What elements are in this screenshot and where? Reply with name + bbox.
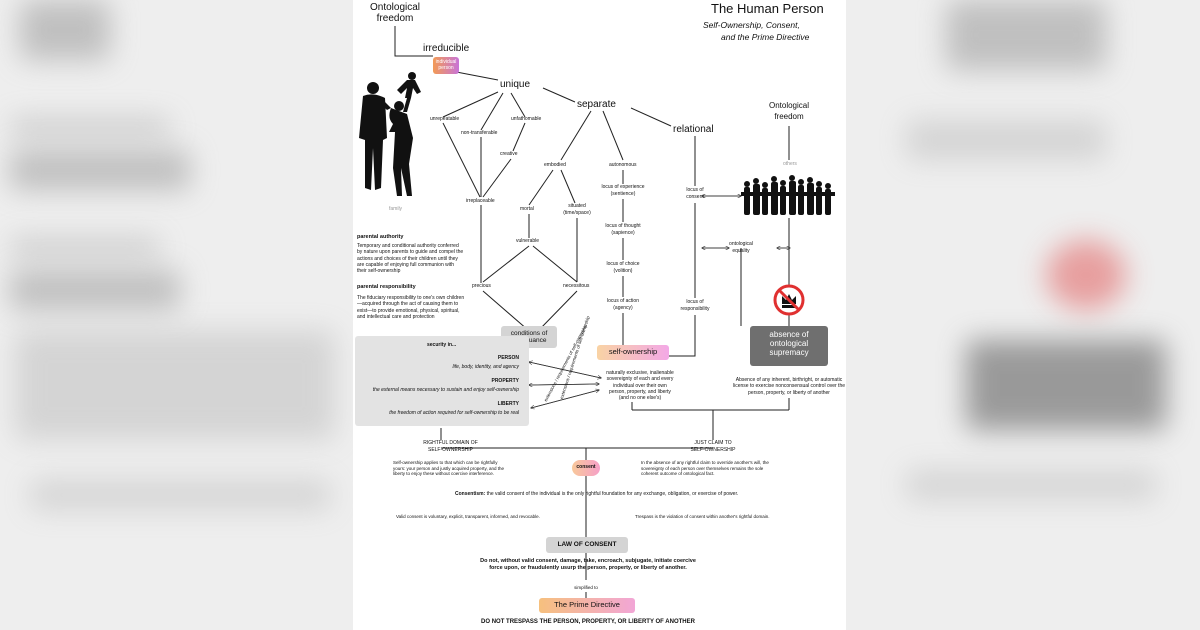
absence-label-2: ontological (769, 339, 809, 349)
ontological-freedom-right-1: Ontological (768, 101, 810, 110)
node-unfathomable: unfathomable (511, 116, 542, 122)
node-locus-consent-1: locus of (686, 187, 704, 193)
final-directive-text: DO NOT TRESPASS THE PERSON, PROPERTY, OR… (481, 619, 695, 625)
consent-label: consent (576, 464, 596, 470)
self-ownership-description: naturally exclusive, inalienable soverei… (606, 370, 674, 401)
individual-person-label-2: person (438, 64, 454, 71)
node-embodied: embodied (544, 162, 566, 168)
crowd-silhouette-icon (741, 175, 835, 215)
parental-responsibility-title: parental responsibility (357, 284, 416, 290)
absence-of-supremacy-node: absence of ontological supremacy (750, 326, 828, 366)
node-locus-experience-1: locus of experience (601, 184, 645, 190)
label-family: family (389, 206, 403, 212)
prime-directive-node: The Prime Directive (539, 598, 635, 613)
consentism-label: Consentism: (455, 491, 486, 497)
page-subtitle-line1: Self-Ownership, Consent, (703, 20, 800, 30)
family-silhouette-icon (359, 72, 421, 196)
consentism-line: Consentism: the valid consent of the ind… (455, 491, 739, 498)
valid-consent-text: Valid consent is voluntary, explicit, tr… (396, 514, 540, 519)
security-box: security in... PERSON life, body, identi… (355, 336, 529, 426)
prime-directive-label: The Prime Directive (554, 600, 620, 609)
node-situated-2: (time/space) (563, 210, 591, 216)
page-title: The Human Person (711, 1, 824, 16)
consentism-text: the valid consent of the individual is t… (485, 491, 739, 497)
security-liberty-label: LIBERTY (497, 401, 519, 407)
self-ownership-node: self-ownership (597, 345, 669, 360)
security-property-text: the external means necessary to sustain … (372, 387, 519, 393)
security-person-label: PERSON (497, 355, 519, 361)
node-locus-choice-1: locus of choice (606, 261, 640, 267)
trespass-text: Trespass is the violation of consent wit… (635, 514, 770, 519)
just-claim-1: JUST CLAIM TO (694, 440, 732, 446)
individual-person-label-1: individual (435, 59, 457, 65)
rightful-domain-1: RIGHTFUL DOMAIN OF (423, 440, 478, 446)
node-locus-experience-2: (sentience) (610, 191, 636, 197)
node-locus-thought-1: locus of thought (605, 223, 641, 229)
conditions-label-2: continuance (511, 337, 547, 345)
node-unrepeatable: unrepeatable (430, 116, 460, 122)
conditions-label-1: conditions of (510, 330, 548, 337)
node-relational: relational (673, 124, 714, 135)
node-vulnerable: vulnerable (516, 238, 540, 244)
ontological-freedom-right-2: freedom (774, 112, 804, 121)
background-left-blur (0, 0, 353, 630)
node-autonomous: autonomous (609, 162, 637, 168)
node-non-transferable: non-transferable (461, 130, 498, 136)
law-text-line2: force upon, or fraudulently usurp the pe… (489, 565, 687, 571)
security-property-label: PROPERTY (491, 378, 519, 384)
just-claim-2: SELF-OWNERSHIP (690, 447, 736, 453)
simplified-to-label: simplified to (574, 585, 598, 590)
node-locus-choice-2: (volition) (613, 268, 633, 274)
law-of-consent-label: LAW OF CONSENT (557, 541, 617, 548)
page-subtitle-line2: and the Prime Directive (721, 32, 810, 42)
connector-lines (394, 26, 846, 598)
node-necessitous: necessitous (563, 283, 590, 289)
ontological-freedom-top-2: freedom (376, 13, 414, 24)
parental-authority-text: Temporary and conditional authority conf… (357, 243, 464, 274)
security-liberty-text: the freedom of action required for self-… (389, 410, 519, 416)
node-ontological-equality-2: equality (732, 248, 750, 254)
background-right-blur (846, 0, 1200, 630)
node-separate: separate (577, 99, 616, 110)
node-locus-responsibility-1: locus of (686, 299, 704, 305)
parental-authority-title: parental authority (357, 234, 404, 240)
node-locus-action-1: locus of action (607, 298, 639, 304)
node-irreducible: irreducible (423, 43, 470, 54)
node-locus-thought-2: (sapience) (611, 230, 635, 236)
label-others: others (783, 161, 797, 167)
rightful-domain-description: Self-ownership applies to that which can… (393, 460, 504, 477)
node-locus-action-2: (agency) (613, 305, 633, 311)
absence-label-3: supremacy (769, 348, 809, 358)
just-claim-description: In the absence of any rightful claim to … (641, 460, 769, 477)
no-crown-icon (773, 284, 805, 316)
node-mortal: mortal (520, 206, 534, 212)
rightful-domain-2: SELF-OWNERSHIP (427, 447, 473, 453)
diagram-page: The Human Person Self-Ownership, Consent… (353, 0, 846, 630)
node-irreplaceable: irreplaceable (466, 198, 495, 204)
absence-description: Absence of any inherent, birthright, or … (733, 377, 846, 396)
self-ownership-label: self-ownership (608, 347, 658, 356)
parental-responsibility-text: The fiduciary responsibility to one's ow… (357, 295, 465, 320)
absence-label-1: absence of (769, 330, 809, 339)
node-locus-responsibility-2: responsibility (680, 306, 710, 312)
security-person-text: life, body, identity, and agency (452, 364, 519, 370)
individual-person-node: individual person (433, 57, 459, 74)
node-creative: creative (500, 151, 518, 157)
node-precious: precious (472, 283, 491, 289)
ontological-freedom-top-1: Ontological (369, 2, 421, 13)
law-of-consent-node: LAW OF CONSENT (546, 537, 628, 553)
node-situated-1: situated (568, 203, 586, 209)
law-text-line1: Do not, without valid consent, damage, t… (480, 558, 696, 564)
security-heading: security in... (427, 342, 457, 348)
node-unique: unique (500, 79, 531, 90)
node-ontological-equality-1: ontological (729, 241, 753, 247)
consent-node: consent (572, 460, 600, 476)
node-locus-consent-2: consent (686, 194, 704, 200)
